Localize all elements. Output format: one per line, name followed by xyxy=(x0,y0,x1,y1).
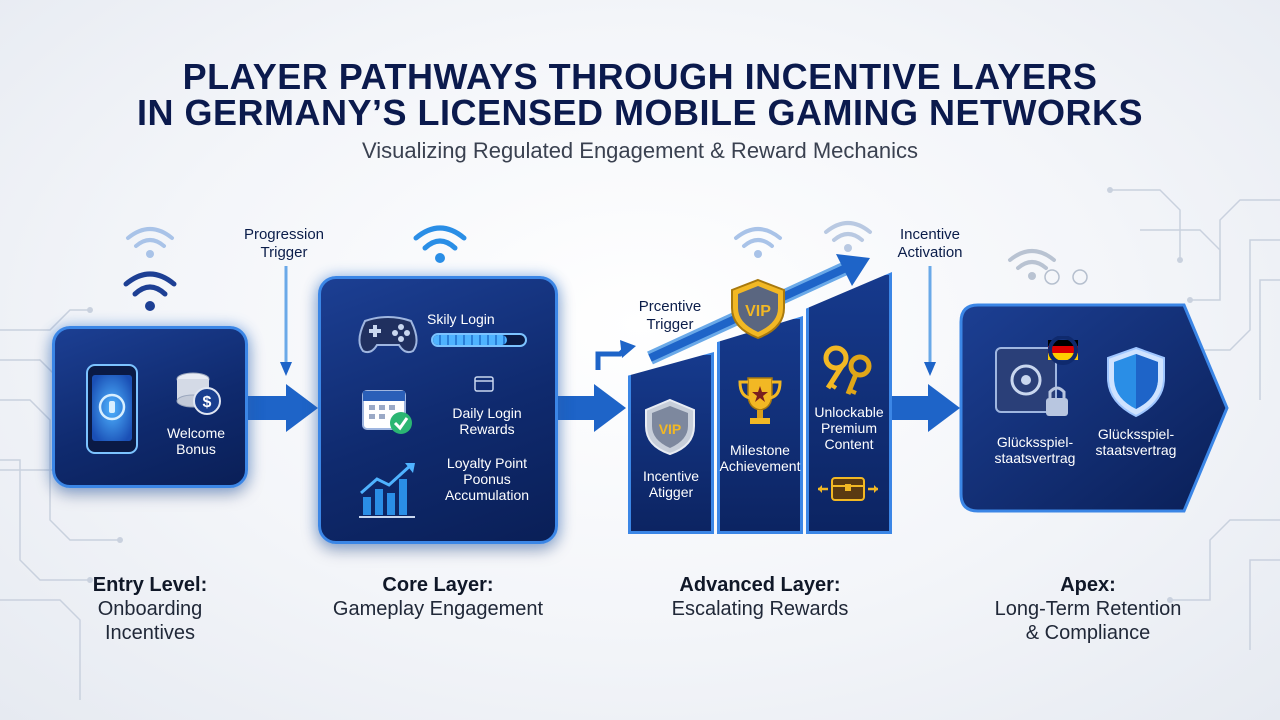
advanced-layer-title: Advanced Layer: xyxy=(679,574,841,596)
smartphone-icon xyxy=(86,364,138,454)
apex-title: Apex: xyxy=(1060,574,1116,596)
apex-subtitle-1: Long-Term Retention xyxy=(994,598,1182,620)
vip-badge-text: VIP xyxy=(745,303,771,320)
incentive-activation-label: Incentive Activation xyxy=(897,226,963,261)
subtitle: Visualizing Regulated Engagement & Rewar… xyxy=(361,138,919,163)
keys-icon xyxy=(823,345,872,395)
gluecksspiel-text-1: Glücksspiel-staatsvertrag xyxy=(994,434,1076,466)
vip-shield-silver-icon: VIP xyxy=(645,398,695,456)
core-layer-subtitle: Gameplay Engagement xyxy=(332,598,544,620)
wifi-icon xyxy=(734,227,782,258)
core-layer-panel: Skily Login Daily Login Rewards Loyalty … xyxy=(318,276,558,544)
tier-milestone xyxy=(717,316,803,534)
milestone-achievement-text: Milestone Achievement xyxy=(719,442,801,474)
trophy-icon xyxy=(738,377,782,424)
flow-arrow-3 xyxy=(892,384,960,432)
unlockable-premium-text: Unlockable Premium Content xyxy=(814,404,884,452)
svg-text:$: $ xyxy=(203,394,212,411)
prcentive-trigger-label: Prcentive Trigger xyxy=(638,298,702,333)
coins-icon: $ xyxy=(176,372,221,415)
entry-level-panel: $ Welcome Bonus xyxy=(52,326,248,488)
wifi-icon xyxy=(413,225,467,263)
entry-level-subtitle-2: Incentives xyxy=(104,622,196,644)
daily-login-rewards-text: Daily Login Rewards xyxy=(452,405,522,437)
flow-arrow-2 xyxy=(558,384,626,432)
svg-text:VIP: VIP xyxy=(659,421,682,437)
security-shield-icon xyxy=(1107,346,1165,418)
apex-subtitle-2: & Compliance xyxy=(1025,622,1151,644)
wifi-icon xyxy=(824,221,872,252)
treasure-chest-icon xyxy=(818,477,878,501)
safe-lock-icon xyxy=(995,336,1078,416)
growth-chart-icon xyxy=(359,463,415,518)
progression-trigger-arrow xyxy=(280,266,292,376)
login-progress-bar xyxy=(431,333,527,347)
incentive-activation-arrow xyxy=(924,266,936,376)
incentive-atigger-text: Incentive Atigger xyxy=(642,468,700,500)
gamepad-icon xyxy=(358,316,418,354)
progression-trigger-label: Progression Trigger xyxy=(243,226,325,261)
vip-shield-icon: VIP xyxy=(731,278,785,340)
welcome-bonus-text: Welcome Bonus xyxy=(166,425,226,457)
skily-login-text: Skily Login xyxy=(427,311,495,327)
gluecksspiel-text-2: Glücksspiel-staatsvertrag xyxy=(1095,426,1177,458)
title-line-2: IN GERMANY’S LICENSED MOBILE GAMING NETW… xyxy=(136,92,1144,133)
loyalty-point-text: Loyalty Point Poonus Accumulation xyxy=(444,455,530,503)
small-calendar-icon xyxy=(474,376,494,392)
entry-level-subtitle-1: Onboarding xyxy=(97,598,203,620)
wifi-icon xyxy=(126,227,174,258)
entry-level-title: Entry Level: xyxy=(92,574,208,596)
flow-arrow-1 xyxy=(246,384,318,432)
calendar-check-icon xyxy=(362,390,412,434)
login-progress-fill xyxy=(433,335,507,345)
title-line-1: PLAYER PATHWAYS THROUGH INCENTIVE LAYERS xyxy=(182,56,1098,97)
wifi-icon xyxy=(123,271,177,311)
advanced-layer-subtitle: Escalating Rewards xyxy=(671,598,849,620)
core-layer-title: Core Layer: xyxy=(382,574,494,596)
wifi-icon xyxy=(1008,249,1056,280)
